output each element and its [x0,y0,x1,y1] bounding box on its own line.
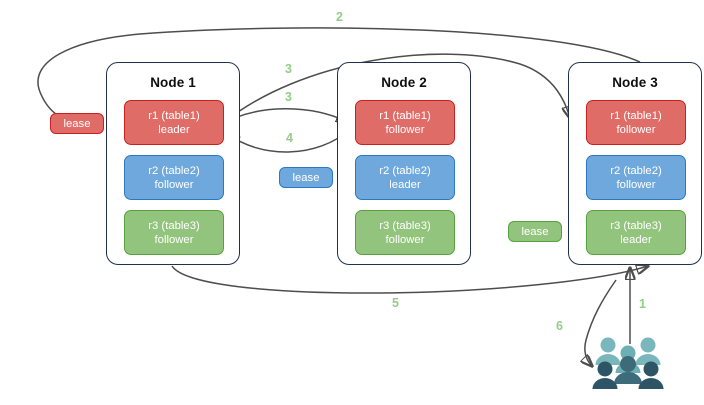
node-3-replica-r3-role: leader [620,233,652,246]
node-1-title: Node 1 [150,75,196,90]
node-box-2[interactable]: Node 2 r1 (table1) follower r2 (table2) … [337,62,471,265]
step-label-3b: 3 [285,90,292,104]
node-3-replica-r2-name: r2 (table2) [610,164,662,177]
step-label-5: 5 [392,296,399,310]
node-3-replica-r2[interactable]: r2 (table2) follower [586,155,686,200]
node-2-replica-r2[interactable]: r2 (table2) leader [355,155,455,200]
lease-badge-red[interactable]: lease [50,113,104,134]
node-3-replica-r3[interactable]: r3 (table3) leader [586,210,686,255]
node-2-replica-r1-role: follower [385,123,425,136]
node-3-title: Node 3 [612,75,658,90]
node-3-replica-r1-name: r1 (table1) [610,109,662,122]
step-label-2: 2 [336,10,343,24]
node-1-replica-r1[interactable]: r1 (table1) leader [124,100,224,145]
node-1-replica-r3-name: r3 (table3) [148,219,200,232]
node-2-title: Node 2 [381,75,427,90]
edge-step-3-lower [221,108,348,125]
node-1-replica-r3-role: follower [154,233,194,246]
node-3-replica-r2-role: follower [616,178,656,191]
node-3-replica-r3-name: r3 (table3) [610,219,662,232]
node-1-replica-r1-role: leader [158,123,190,136]
edge-step-5 [171,266,648,294]
node-2-replica-r3-name: r3 (table3) [379,219,431,232]
node-2-replica-r1-name: r1 (table1) [379,109,431,122]
step-label-6: 6 [556,319,563,333]
users-group-icon-svg [592,337,664,389]
node-2-replica-r2-name: r2 (table2) [379,164,431,177]
users-group-icon [592,336,664,392]
node-1-replica-r1-name: r1 (table1) [148,109,200,122]
lease-badge-blue[interactable]: lease [279,167,333,188]
node-2-replica-r2-role: leader [389,178,421,191]
node-1-replica-r3[interactable]: r3 (table3) follower [124,210,224,255]
node-2-replica-r3-role: follower [385,233,425,246]
node-2-replica-r3[interactable]: r3 (table3) follower [355,210,455,255]
node-1-replica-r2-name: r2 (table2) [148,164,200,177]
node-box-1[interactable]: Node 1 r1 (table1) leader r2 (table2) fo… [106,62,240,265]
node-2-replica-r1[interactable]: r1 (table1) follower [355,100,455,145]
node-1-replica-r2[interactable]: r2 (table2) follower [124,155,224,200]
node-3-replica-r1[interactable]: r1 (table1) follower [586,100,686,145]
node-1-replica-r2-role: follower [154,178,194,191]
lease-badge-green[interactable]: lease [508,221,562,242]
step-label-1: 1 [639,297,646,311]
node-3-replica-r1-role: follower [616,123,656,136]
node-box-3[interactable]: Node 3 r1 (table1) follower r2 (table2) … [568,62,702,265]
step-label-4: 4 [286,131,293,145]
step-label-3a: 3 [285,62,292,76]
